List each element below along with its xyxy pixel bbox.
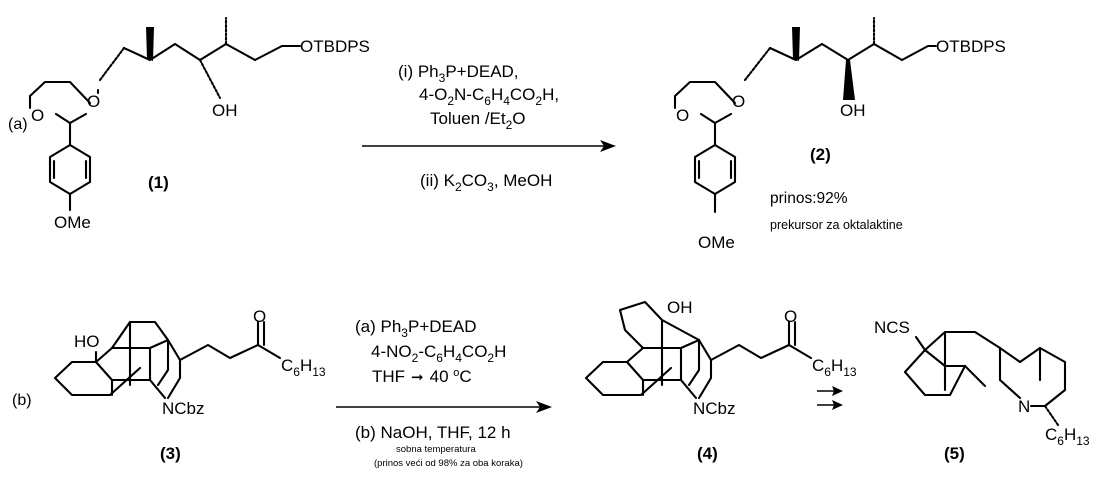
row-a-arrowhead — [600, 140, 616, 152]
c4-o: O — [784, 307, 797, 326]
c4-c6h13: C6H13 — [812, 356, 857, 379]
c3-ncbz: NCbz — [162, 399, 205, 418]
row-b-cond-line-2: 4-NO2-C6H4CO2H — [371, 342, 506, 365]
c2-otbdps: OTBDPS — [936, 37, 1006, 56]
c1-ome: OMe — [54, 213, 91, 232]
c5-c6h13: C6H13 — [1045, 425, 1090, 448]
compound-5-structure — [903, 330, 1067, 427]
row-b-cond-line-3: THF➞40 oC — [372, 367, 472, 386]
row-a-cond-line-3: Toluen /Et2O — [430, 109, 526, 132]
row-a-cond-line-1: (i) Ph3P+DEAD, — [398, 62, 519, 85]
row-b-label: (b) — [12, 392, 32, 409]
row-b-arrowhead — [536, 401, 552, 413]
c5-ncs: NCS — [874, 318, 910, 337]
row-a-label: (a) — [8, 116, 28, 133]
multistep-arrowhead-2 — [832, 400, 843, 410]
c3-o: O — [253, 307, 266, 326]
row-b-cond-line-4: (b) NaOH, THF, 12 h — [355, 423, 511, 442]
compound-5-label: (5) — [944, 444, 965, 463]
compound-2-label: (2) — [810, 145, 831, 164]
row-b-cond-line-1: (a) Ph3P+DEAD — [355, 317, 476, 340]
compound-2-structure — [673, 16, 938, 214]
c1-oh: OH — [212, 101, 238, 120]
c1-o-left: O — [31, 106, 44, 125]
compound-4-structure — [584, 300, 813, 400]
c3-c6h13: C6H13 — [281, 356, 326, 379]
c3-ho: HO — [74, 332, 100, 351]
c5-n: N — [1018, 397, 1030, 416]
compound-3-structure — [53, 320, 282, 400]
compound-4-label: (4) — [697, 444, 718, 463]
row-a-cond-line-4: (ii) K2CO3, MeOH — [420, 171, 552, 194]
row-a-cond-line-2: 4-O2N-C6H4CO2H, — [419, 85, 559, 108]
c2-ome: OMe — [698, 233, 735, 252]
yield-note: prinos:92% — [770, 190, 848, 207]
c1-o-right: O — [87, 92, 100, 111]
precursor-note: prekursor za oktalaktine — [770, 218, 903, 232]
c2-o-right: O — [732, 92, 745, 111]
c4-ncbz: NCbz — [693, 399, 736, 418]
compound-1-structure — [28, 16, 302, 212]
row-b-cond-line-5: sobna temperatura — [396, 444, 476, 455]
c2-oh: OH — [840, 101, 866, 120]
row-b-cond-line-6: (prinos veći od 98% za oba koraka) — [374, 458, 523, 469]
multistep-arrowhead-1 — [832, 386, 843, 396]
compound-1-label: (1) — [148, 173, 169, 192]
compound-3-label: (3) — [160, 444, 181, 463]
c4-oh: OH — [667, 298, 693, 317]
c1-otbdps: OTBDPS — [300, 37, 370, 56]
c2-o-left: O — [676, 106, 689, 125]
